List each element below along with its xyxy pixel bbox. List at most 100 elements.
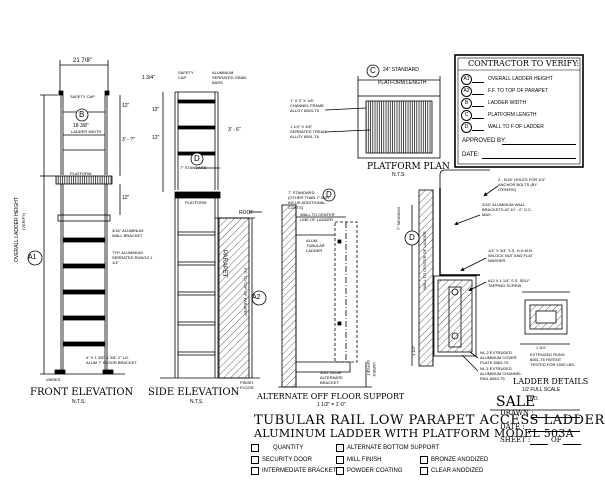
ladder-width-label: LADDER WIDTH [71, 129, 102, 134]
overall-height-label: OVERALL LADDER HEIGHT [14, 197, 20, 262]
front-elevation-title: FRONT ELEVATION [30, 387, 134, 398]
front-platform-label: PLATFORM [70, 171, 92, 176]
side-elevation-scale: N.T.S. [190, 399, 204, 405]
holes-note: 2 - 5/16" HOLES FOR 1/4" ANCHOR BOLTS (B… [498, 177, 546, 192]
front-safety-cap: SAFETY CAP [70, 94, 95, 99]
drawn-label: DRAWN : [500, 409, 534, 417]
option-checkbox[interactable] [336, 467, 344, 475]
tag-a2-circle [251, 290, 267, 306]
varies-label: VARIES [372, 362, 377, 377]
contractor-row-line [472, 106, 484, 107]
tag-a1-circle [27, 250, 43, 266]
offset-label: OFFSET [366, 360, 371, 376]
front-elevation-scale: N.T.S. [72, 399, 86, 405]
ladder-details-scale: 1/2 FULL SCALE [522, 387, 561, 393]
date-line [482, 158, 576, 159]
title-line-1: TUBULAR RAIL LOW PARAPET ACCESS LADDER [254, 413, 605, 428]
option-label: POWDER COATING [347, 468, 403, 474]
contractor-row-label: OVERALL LADDER HEIGHT [488, 76, 553, 82]
seven-standard: 7" STANDARD [180, 165, 207, 170]
alt-floor-support-view [278, 204, 372, 388]
contractor-tag-a1: A1 [461, 74, 472, 85]
tag-d-side: D [194, 154, 200, 163]
rungs-note: TYP. ALUMINUM SERRATED RUNGS 1 1/4" [112, 250, 153, 265]
tag-d-circle-side [190, 152, 204, 166]
ff-parapet-label: F.F. TO TOP OF PARAPET [243, 268, 248, 317]
tag-d-circle-alt [322, 188, 336, 202]
title-line-2: ALUMINUM LADDER WITH PLATFORM MODEL 503A [254, 427, 574, 440]
option-checkbox[interactable] [251, 467, 259, 475]
alt-bracket-note: 3/16" ALUM ALTERNATE BRACKET [320, 370, 343, 385]
date-label: DATE : [500, 423, 525, 431]
tag-b: B [79, 110, 85, 119]
front-dim-12a: 12" [122, 103, 130, 109]
channel-rail-note: NL-1 EXTRUDED ALUMINUM CHANNEL RAIL 6063… [480, 366, 522, 381]
contractor-tag-c: C [461, 110, 472, 121]
option-checkbox[interactable] [420, 456, 428, 464]
contractor-tag-b: B [461, 98, 472, 109]
platform-plan-view [324, 76, 441, 159]
side-dim-12c: 12" [152, 107, 160, 113]
channel-frame-note: 1" X 3" X 1/8" CHANNEL FRAME ALLOY 6063-… [290, 98, 325, 113]
cover-plate-note: NL-2 EXTRUDED ALUMINUM COVER PLATE 6063-… [480, 350, 517, 365]
front-dim-3ft: 3' - ?" [122, 137, 135, 143]
alt-floor-scale: 1 1/2" = 1'-0" [317, 402, 346, 408]
tag-a2: A2 [252, 294, 261, 301]
option-label: SECURITY DOOR [262, 457, 312, 463]
sheet-label: SHEET : [500, 436, 531, 444]
platform-plan-title: PLATFORM PLAN [367, 162, 450, 172]
sheet-line [530, 444, 548, 445]
front-dim-12b: 12" [122, 195, 130, 201]
contractor-row-label: F.F. TO TOP OF PARAPET [488, 88, 549, 94]
contractor-tag-d: D [461, 122, 472, 133]
of-line [563, 444, 581, 445]
side-dim-134: 1 3/4" [142, 75, 155, 81]
option-checkbox[interactable] [251, 456, 259, 464]
front-varies: VARIES [46, 377, 61, 382]
wall-bracket-note: 3/16" ALUMINUM WALL BRACKET [112, 228, 144, 238]
side-elevation-view [160, 91, 262, 379]
wall-brackets-note: 3/16" ALUMINUM WALL BRACKETS AT 10' - 0"… [482, 202, 533, 217]
roof-label: ROOF [239, 210, 254, 216]
tag-d-circle-detail [404, 230, 420, 246]
contractor-row-label: WALL TO F OF LADDER [488, 124, 544, 130]
option-checkbox[interactable] [420, 467, 428, 475]
minimum-label: 7" MINIMUM [396, 207, 401, 230]
ladder-details-view [411, 169, 570, 372]
option-label: BRONZE ANODIZED [431, 457, 489, 463]
option-checkbox[interactable] [251, 444, 259, 452]
parapet-label: PARAPET [221, 250, 227, 278]
option-label: QUANTITY [273, 445, 304, 451]
option-label: MILL FINISH [347, 457, 382, 463]
contractor-row-line [472, 94, 484, 95]
hex-bolt-note: 1/4" X 3/4" S.S. H.H.M.B. W/LOCK NUT AND… [488, 248, 533, 263]
approved-by: APPROVED BY: [462, 138, 507, 144]
std24-label: 24" STANDARD [383, 67, 419, 73]
detail-dim-134: 1 3/4" [536, 345, 547, 350]
option-checkbox[interactable] [336, 456, 344, 464]
approved-by-line [502, 144, 576, 145]
ladder-details-title: LADDER DETAILS [513, 377, 589, 386]
contractor-title: CONTRACTOR TO VERIFY: [468, 59, 580, 68]
platform-plan-scale: N.T.S. [392, 172, 406, 178]
contractor-row-line [472, 130, 484, 131]
tag-a1: A1 [28, 254, 37, 261]
tread-note: 1 1/4" X 1/8" SERRATED TREAD ALLOY 6061-… [290, 124, 327, 139]
alum-tubular-note: ALUM. TUBULAR LADDER [306, 238, 325, 253]
of-label: OF [551, 436, 562, 444]
alt-standard-note: 7" STANDARD (OTHER THAN 7" MAY INCUR ADD… [288, 190, 330, 210]
front-elevation-view [40, 60, 125, 375]
option-label: INTERMEDIATE BRACKET [262, 468, 337, 474]
option-label: CLEAR ANODIZED [431, 468, 484, 474]
contractor-row-line [472, 82, 484, 83]
front-width-dim: 21 7/8" [73, 58, 92, 64]
floor-bracket-note: 4" X 1 3/8" X 3/8" 2" LG. ALUM 7" FLOOR … [86, 355, 137, 365]
extruded-rung-note: EXTRUDED RUNG 6061-T6 PATENT TESTED FOR … [530, 352, 576, 367]
half-dim: 1 1/2" [411, 345, 416, 356]
contractor-row-label: PLATFORM LENGTH [488, 112, 537, 118]
screw-note: #12 X 1 1/4" S.S. SELF TAPPING SCREW [488, 278, 530, 288]
option-checkbox[interactable] [336, 444, 344, 452]
side-safety-cap: SAFETY CAP [178, 70, 194, 80]
